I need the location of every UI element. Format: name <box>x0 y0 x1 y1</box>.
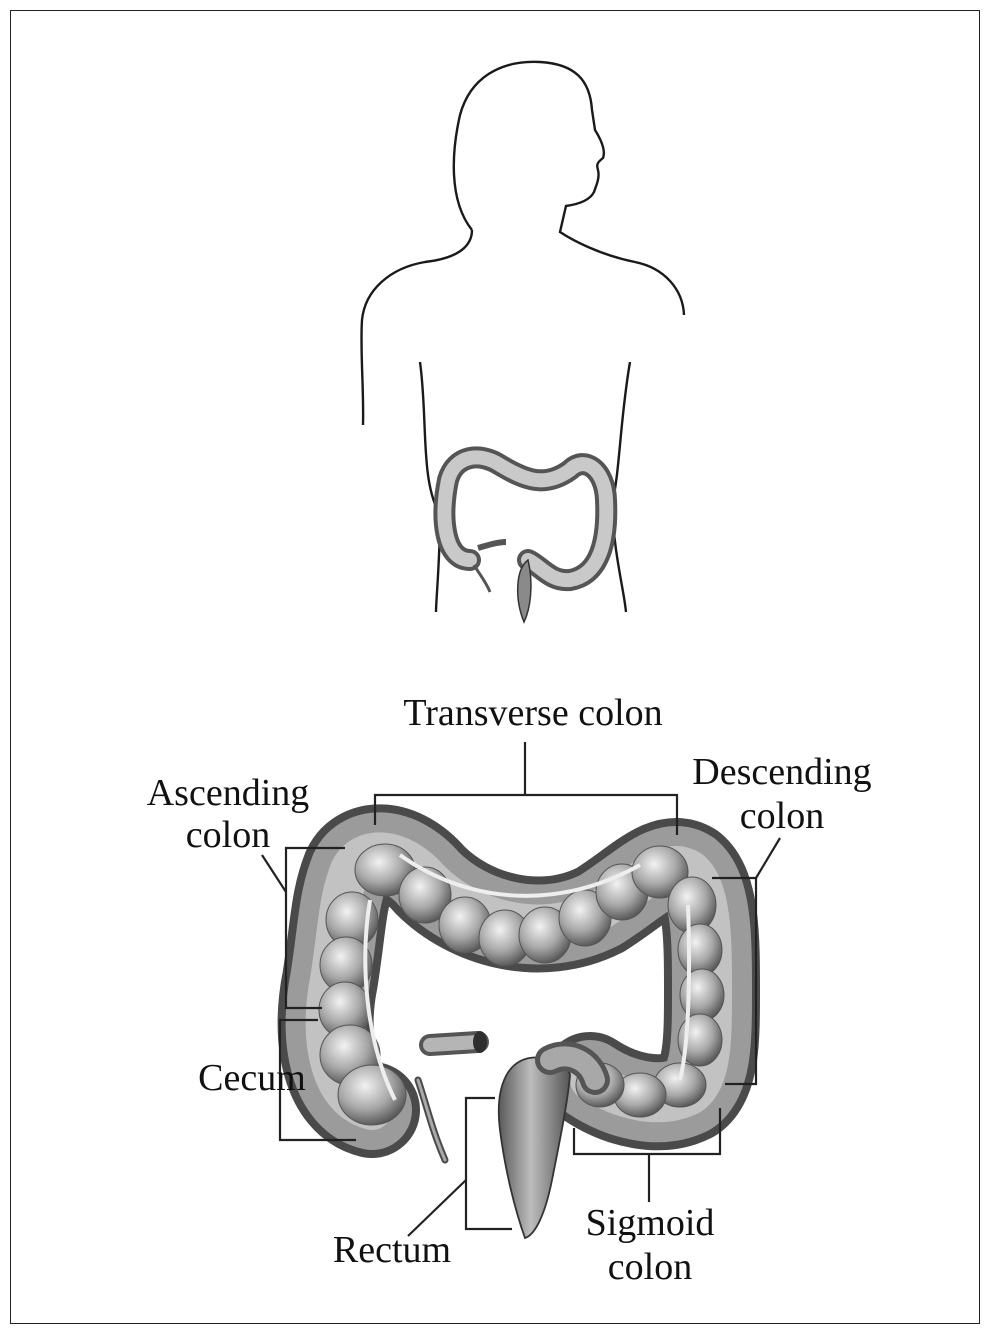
label-ascending-colon-line2: colon <box>186 814 270 856</box>
label-sigmoid-colon-line2: colon <box>608 1246 692 1288</box>
colon-small <box>444 457 606 622</box>
label-rectum: Rectum <box>333 1229 451 1271</box>
body-silhouette <box>361 62 684 612</box>
label-ascending-colon-line1: Ascending <box>147 772 310 814</box>
label-descending-colon-line2: colon <box>740 795 824 837</box>
colon-large <box>319 844 724 1238</box>
label-sigmoid-colon-line1: Sigmoid <box>586 1202 715 1244</box>
label-transverse-colon: Transverse colon <box>403 692 662 734</box>
label-cecum: Cecum <box>198 1057 306 1099</box>
label-descending-colon-line1: Descending <box>692 751 871 793</box>
